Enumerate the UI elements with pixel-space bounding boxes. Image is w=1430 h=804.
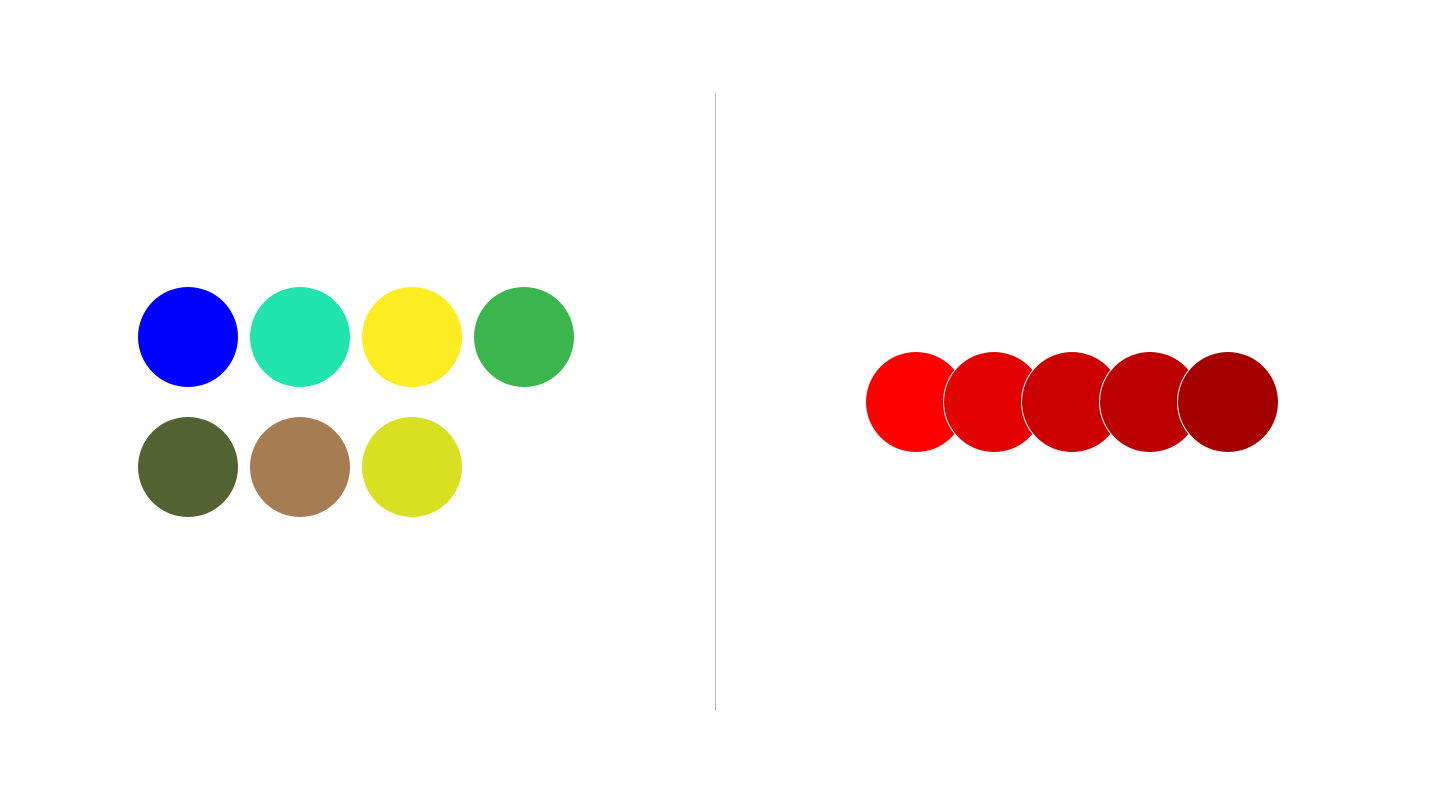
color-swatch-lime	[362, 417, 462, 517]
color-swatch-green	[474, 287, 574, 387]
red-shade-row	[866, 352, 1278, 453]
color-swatch-aqua	[250, 287, 350, 387]
color-swatch-olive	[138, 417, 238, 517]
color-swatch-yellow	[362, 287, 462, 387]
color-swatch-brown	[250, 417, 350, 517]
red-shade-5	[1178, 352, 1278, 452]
color-palette-grid	[138, 287, 574, 518]
vertical-divider	[715, 93, 716, 711]
color-swatch-blue	[138, 287, 238, 387]
